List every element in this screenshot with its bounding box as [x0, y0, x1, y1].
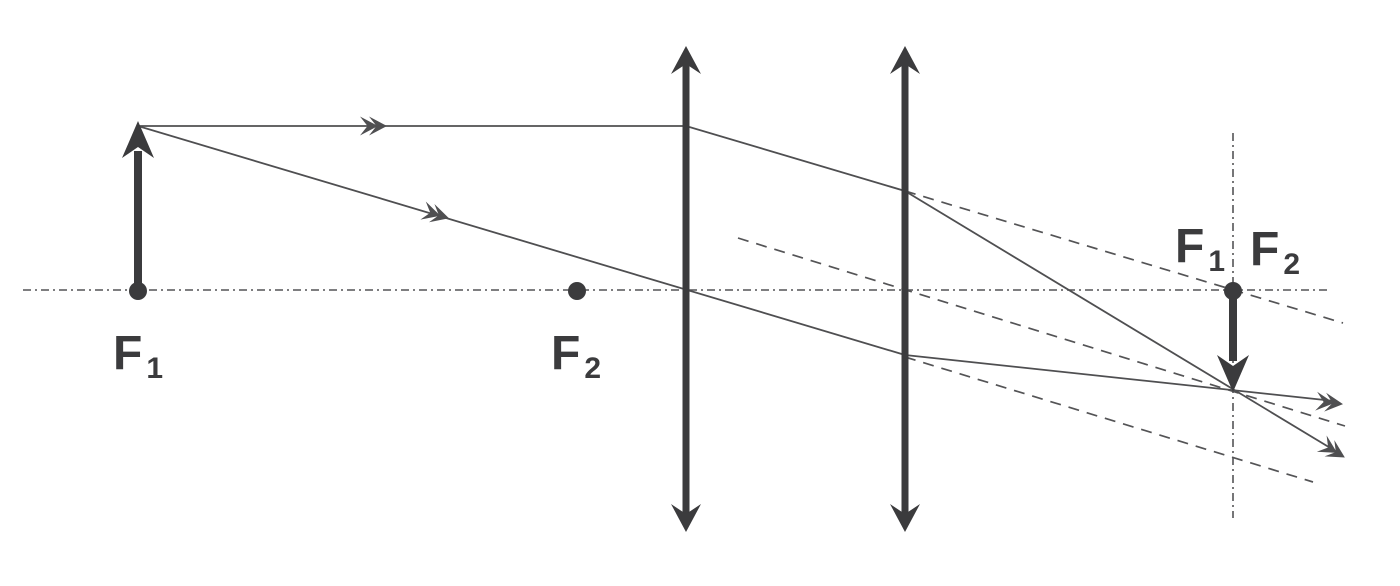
lens-2 [890, 46, 920, 532]
lens-2-top-arrow-icon [890, 46, 920, 74]
label-back-focal-lens2-base: F [1250, 223, 1279, 276]
ray2-lens2-to-image [904, 354, 1335, 402]
ray2-exit-arrow-icon [1315, 391, 1345, 414]
object-focal-dot [129, 282, 147, 300]
label-lens2-front-focal-sub: 2 [584, 352, 601, 385]
label-object-focal-point-sub: 1 [146, 352, 163, 385]
ray1-lens2-to-image [904, 190, 1338, 453]
label-object-focal-point-base: F [113, 327, 142, 380]
label-back-focal-lens1-sub: 1 [1208, 245, 1225, 278]
ray2-direction-arrow-icon [420, 201, 452, 228]
dashed-ray-extensions [737, 190, 1346, 483]
image-arrow-head-icon [1217, 355, 1249, 392]
image-arrow [1217, 282, 1249, 392]
lens2-front-focal-dot [568, 282, 586, 300]
label-back-focal-lens2-sub: 2 [1283, 248, 1300, 281]
construction-lines [23, 133, 1327, 518]
upper-ray-undeviated-extension [904, 190, 1344, 324]
ray-arrowheads [360, 116, 1350, 466]
lens-1-bottom-arrow-icon [671, 504, 701, 532]
lower-ray-undeviated-extension [904, 356, 1314, 483]
ray1-exit-arrow-icon [1316, 435, 1350, 466]
thick-elements [122, 46, 1249, 532]
light-rays [137, 125, 1338, 453]
back-focal-dot [1224, 282, 1242, 300]
object-arrow [122, 121, 154, 300]
lens-2-bottom-arrow-icon [890, 504, 920, 532]
lens-1-top-arrow-icon [671, 46, 701, 74]
label-lens2-front-focal-base: F [551, 327, 580, 380]
object-arrow-head-icon [122, 121, 154, 158]
lens-1 [671, 46, 701, 532]
ray2-object-through-lens1-center [137, 125, 906, 356]
ray1-lens1-to-lens2 [685, 125, 906, 192]
auxiliary-center-ray [737, 237, 1346, 427]
label-back-focal-lens1-base: F [1175, 220, 1204, 273]
